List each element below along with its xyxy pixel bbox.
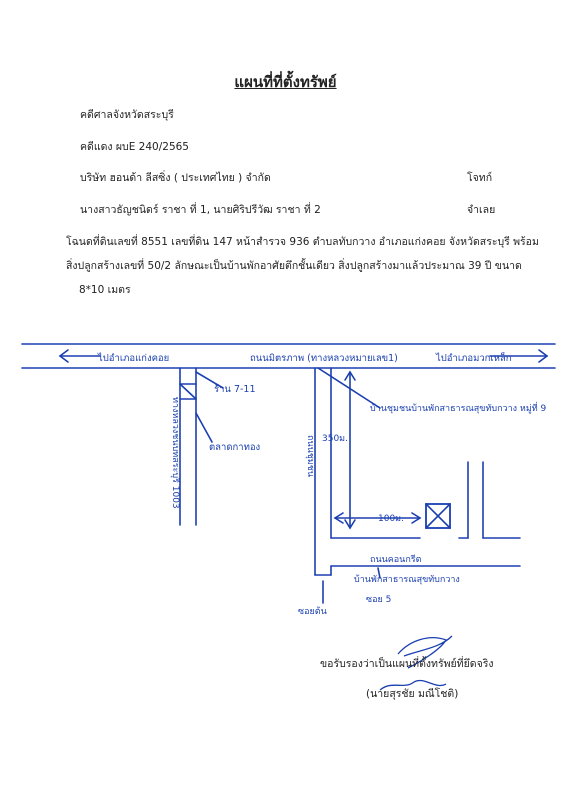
- signature-mark: [379, 635, 453, 691]
- plaintiff-role: โจทก์: [467, 172, 493, 184]
- case-number: คดีแดง ผบE 240/2565: [80, 141, 189, 153]
- label-to-muaklek: ไปอำเภอมวกเหล็ก: [435, 351, 512, 364]
- label-to-kaengkhoi: ไปอำเภอแก่งคอย: [97, 352, 169, 364]
- label-seven-eleven: ร้าน 7-11: [214, 384, 256, 395]
- court-name: คดีศาลจังหวัดสระบุรี: [80, 109, 174, 121]
- label-soi-5: ซอย 5: [366, 595, 391, 605]
- label-soi-ton: ซอยต้น: [298, 606, 327, 617]
- property-desc-line-1: โฉนดที่ดินเลขที่ 8551 เลขที่ดิน 147 หน้า…: [66, 236, 539, 248]
- label-village-road: ถนนชุมชน: [305, 435, 315, 477]
- signer-name: (นายสุรชัย มณีโชติ): [366, 688, 459, 700]
- defendant-role: จำเลย: [467, 204, 496, 216]
- page-title: แผนที่ที่ตั้งทรัพย์: [234, 73, 337, 91]
- label-distance-100: 100ม.: [378, 514, 404, 524]
- label-concrete-road: ถนนคอนกรีต: [370, 554, 422, 565]
- property-marker: [425, 503, 451, 529]
- label-main-road: ถนนมิตรภาพ (ทางหลวงหมายเลข1): [250, 353, 398, 364]
- property-desc-line-3: 8*10 เมตร: [79, 284, 131, 296]
- label-health-office: บ้านชุมชนบ้านพักสาธารณสุขทับกวาง หมู่ที่…: [370, 401, 547, 414]
- certification-text: ขอรับรองว่าเป็นแผนที่ตั้งทรัพย์ที่ยึดจริ…: [320, 658, 494, 670]
- plaintiff-name: บริษัท ฮอนด้า ลีสซิ่ง ( ประเทศไทย ) จำกั…: [80, 172, 271, 184]
- label-rural-highway: ทางหลวงชนบทสระบุรี 1003: [170, 397, 181, 509]
- property-desc-line-2: สิ่งปลูกสร้างเลขที่ 50/2 ลักษณะเป็นบ้านพ…: [66, 260, 522, 272]
- label-tubkwang-house: บ้านพักสาธารณสุขทับกวาง: [354, 574, 460, 585]
- defendants-names: นางสาวธัญชนิดร์ ราชา ที่ 1, นายศิริปรีวั…: [80, 204, 321, 216]
- label-distance-350: 350ม.: [322, 434, 348, 444]
- label-market: ตลาดกาทอง: [209, 442, 260, 453]
